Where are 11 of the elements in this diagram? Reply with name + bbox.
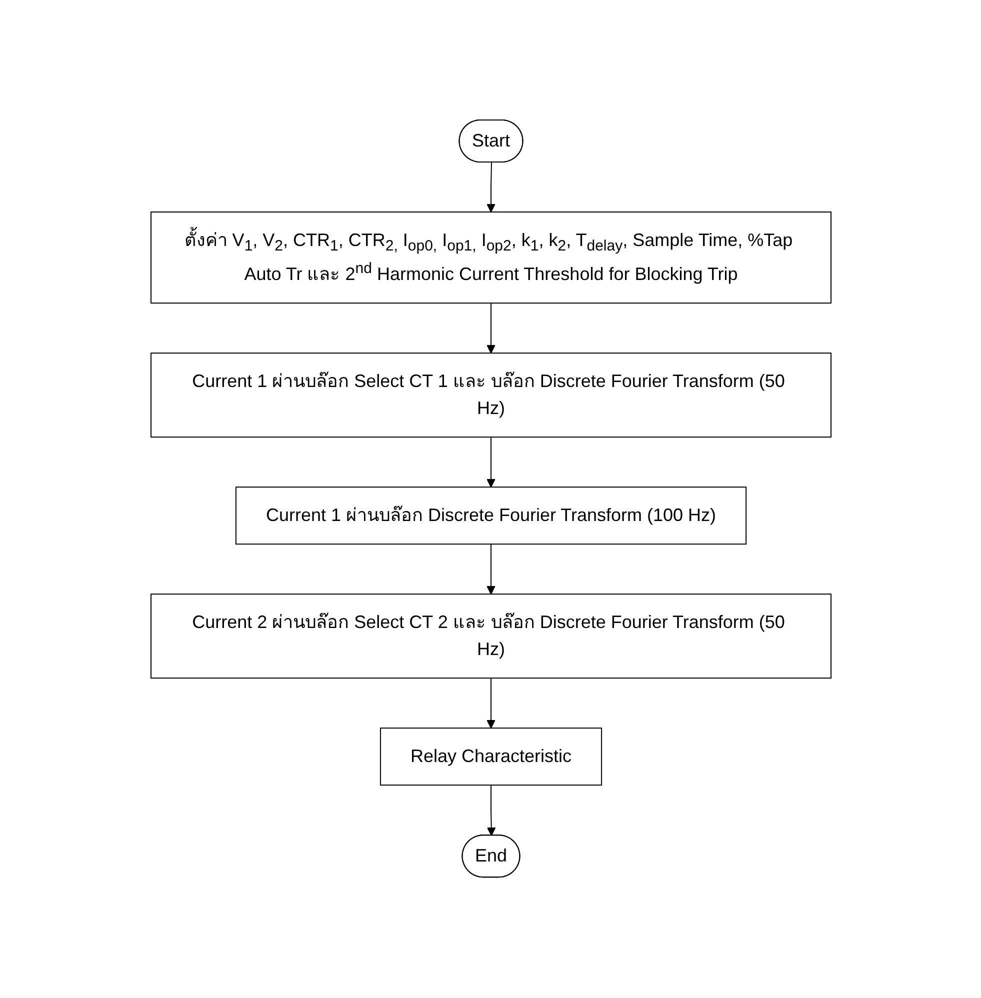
arrow: [486, 785, 496, 836]
arrow: [486, 303, 495, 354]
arrow: [486, 437, 495, 488]
node-box: Current 2 ผ่านบล๊อก Select CT 2 และ บล๊อก Discrete Fourier Transform (50 Hz): [150, 594, 831, 680]
node-box: Relay Characteristic: [379, 728, 602, 786]
arrow: [486, 162, 495, 213]
node-box: ตั้งค่า V$_{1}$, V$_{2}$, CTR$_{1}$, CTR$_{2,}$ I$_{op0,}$ I$_{op1,}$ I$_{op2}$, k$_{1}$, k$_{2}$, T$_{delay}$, Sample Time, %Tap Auto Tr และ 2$^{nd}$ Harmonic Current Threshold for Blocking Trip: [150, 212, 831, 304]
arrow: [486, 678, 495, 729]
arrow: [486, 544, 495, 595]
node-box: Current 1 ผ่านบล๊อก Discrete Fourier Transform (100 Hz): [234, 487, 746, 546]
node-box: Current 1 ผ่านบล๊อก Select CT 1 และ บล๊อก Discrete Fourier Transform (50 Hz): [150, 353, 831, 438]
